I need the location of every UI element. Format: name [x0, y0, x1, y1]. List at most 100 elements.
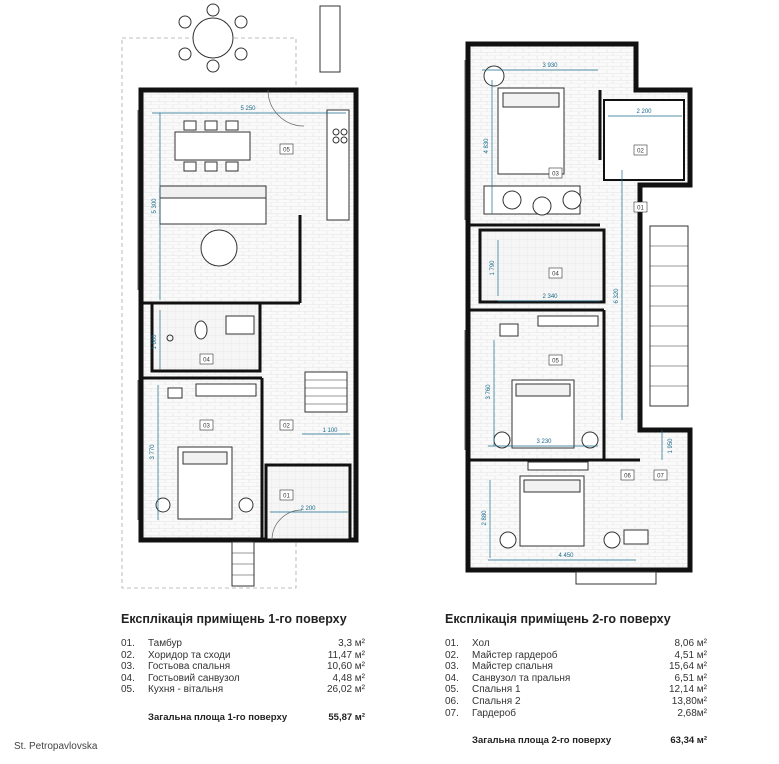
row-name: Спальня 2 [472, 695, 521, 707]
row-num: 03. [445, 661, 459, 673]
row-num: 03. [121, 661, 135, 673]
master-bed [483, 65, 582, 216]
row-name: Хол [472, 638, 490, 649]
plan2-dim-10: 1 950 [668, 438, 674, 454]
plan2-dim-5: 6 320 [614, 288, 620, 304]
row-area: 11,47 м² [327, 649, 365, 661]
floor-2-plan: 3 930 4 830 2 200 1 790 2 340 6 320 3 76… [464, 41, 693, 585]
row-name: Гардероб [472, 707, 516, 719]
row-name: Майстер гардероб [472, 649, 558, 661]
svg-text:01: 01 [637, 206, 644, 212]
legend-2-row: 04. Санвузол та пральня 6,51 м² [445, 673, 707, 685]
row-name: Майстер спальня [472, 661, 553, 673]
row-name: Тамбур [148, 638, 182, 649]
legend-2-total: Загальна площа 2-го поверху 63,34 м² [445, 735, 707, 746]
row-area: 4,48 м² [332, 672, 365, 684]
legend-2-row: 03. Майстер спальня 15,64 м² [445, 661, 707, 673]
plan2-room-tags: 03 02 01 04 05 06 07 [548, 144, 668, 481]
row-num: 07. [445, 707, 459, 719]
plan1-dim-5: 2 200 [300, 506, 316, 512]
plan2-dim-0: 3 930 [542, 63, 558, 69]
plan2-dim-4: 2 340 [542, 294, 558, 300]
plan2-dim-6: 3 760 [486, 384, 492, 400]
svg-text:04: 04 [203, 358, 210, 364]
svg-text:05: 05 [552, 359, 559, 365]
svg-text:03: 03 [203, 424, 210, 430]
svg-text:02: 02 [283, 424, 290, 430]
svg-text:05: 05 [283, 148, 290, 154]
row-num: 05. [121, 684, 135, 696]
row-num: 04. [445, 672, 459, 684]
svg-text:02: 02 [637, 149, 644, 155]
guest-bed [155, 446, 254, 520]
legend-1-row: 04. Гостьовий санвузол 4,48 м² [121, 673, 365, 685]
svg-text:04: 04 [552, 272, 559, 278]
dining-table [174, 131, 251, 161]
plan1-dim-1: 5 300 [152, 198, 158, 214]
outdoor-table [192, 17, 234, 59]
plan2-dim-8: 2 880 [482, 510, 488, 526]
row-num: 01. [445, 638, 459, 649]
stairs [304, 371, 348, 413]
legend-2-row: 07. Гардероб 2,68м² [445, 708, 707, 720]
bedroom-1-bed [493, 315, 599, 449]
plan1-dim-3: 3 770 [150, 444, 156, 460]
row-num: 01. [121, 638, 135, 649]
legend-2-row: 02. Майстер гардероб 4,51 м² [445, 650, 707, 662]
floor-plans-drawing: 5 250 5 300 1 600 3 770 1 100 2 200 05 0… [121, 3, 693, 589]
closet-2 [603, 99, 685, 181]
legend-1-total: Загальна площа 1-го поверху 55,87 м² [121, 712, 365, 723]
row-area: 3,3 м² [338, 638, 365, 649]
legend-2-title: Експлікація приміщень 2-го поверху [445, 612, 671, 626]
row-name: Хоридор та сходи [148, 649, 231, 661]
row-area: 15,64 м² [668, 661, 707, 673]
svg-text:03: 03 [552, 172, 559, 178]
row-area: 4,51 м² [674, 649, 707, 661]
plan1-dim-4: 1 100 [322, 428, 338, 434]
plan1-room-tags: 05 04 03 02 01 [199, 143, 294, 501]
legend-1-title: Експлікація приміщень 1-го поверху [121, 612, 347, 626]
row-num: 05. [445, 684, 459, 696]
row-area: 2,68м² [677, 707, 707, 719]
row-num: 06. [445, 695, 459, 707]
legend-2-row: 01. Хол 8,06 м² [445, 638, 707, 650]
stairs-2 [649, 225, 689, 407]
row-name: Гостьова спальня [148, 661, 231, 673]
row-name: Санвузол та пральня [472, 672, 571, 684]
row-name: Кухня - вітальня [148, 684, 224, 696]
legend-2-row: 06. Спальня 2 13,80м² [445, 696, 707, 708]
plan1-dim-0: 5 250 [240, 106, 256, 112]
row-area: 12,14 м² [668, 684, 707, 696]
row-area: 13,80м² [671, 695, 707, 707]
rug [200, 229, 238, 267]
legend-floor-1: Експлікація приміщень 1-го поверху 01. Т… [121, 612, 365, 723]
legend-1-row: 03. Гостьова спальня 10,60 м² [121, 661, 365, 673]
total-label: Загальна площа 2-го поверху [472, 735, 612, 747]
legend-2-row: 05. Спальня 1 12,14 м² [445, 684, 707, 696]
row-area: 6,51 м² [674, 672, 707, 684]
legend-1-row: 01. Тамбур 3,3 м² [121, 638, 365, 650]
row-name: Спальня 1 [472, 684, 521, 696]
row-num: 04. [121, 672, 135, 684]
bedroom-2-bed [499, 461, 649, 549]
row-area: 10,60 м² [326, 661, 365, 673]
svg-text:06: 06 [624, 474, 631, 480]
total-value: 55,87 м² [328, 711, 365, 723]
plan2-dim-3: 1 790 [490, 260, 496, 276]
total-label: Загальна площа 1-го поверху [148, 711, 288, 723]
total-value: 63,34 м² [670, 735, 707, 747]
plan2-dim-1: 4 830 [484, 138, 490, 154]
legend-floor-2: Експлікація приміщень 2-го поверху 01. Х… [445, 612, 707, 746]
vestibule-walls [264, 463, 352, 542]
plan2-dim-7: 3 230 [536, 439, 552, 445]
row-area: 26,02 м² [326, 684, 365, 696]
row-num: 02. [445, 649, 459, 661]
plan2-dim-2: 2 200 [636, 109, 652, 115]
legend-1-row: 05. Кухня - вітальня 26,02 м² [121, 684, 365, 696]
svg-text:01: 01 [283, 494, 290, 500]
footer-caption: St. Petropavlovska [14, 741, 98, 752]
row-name: Гостьовий санвузол [148, 672, 240, 684]
plan1-dim-2: 1 600 [152, 334, 158, 350]
row-area: 8,06 м² [674, 638, 707, 649]
floor-1-plan: 5 250 5 300 1 600 3 770 1 100 2 200 05 0… [121, 3, 359, 589]
